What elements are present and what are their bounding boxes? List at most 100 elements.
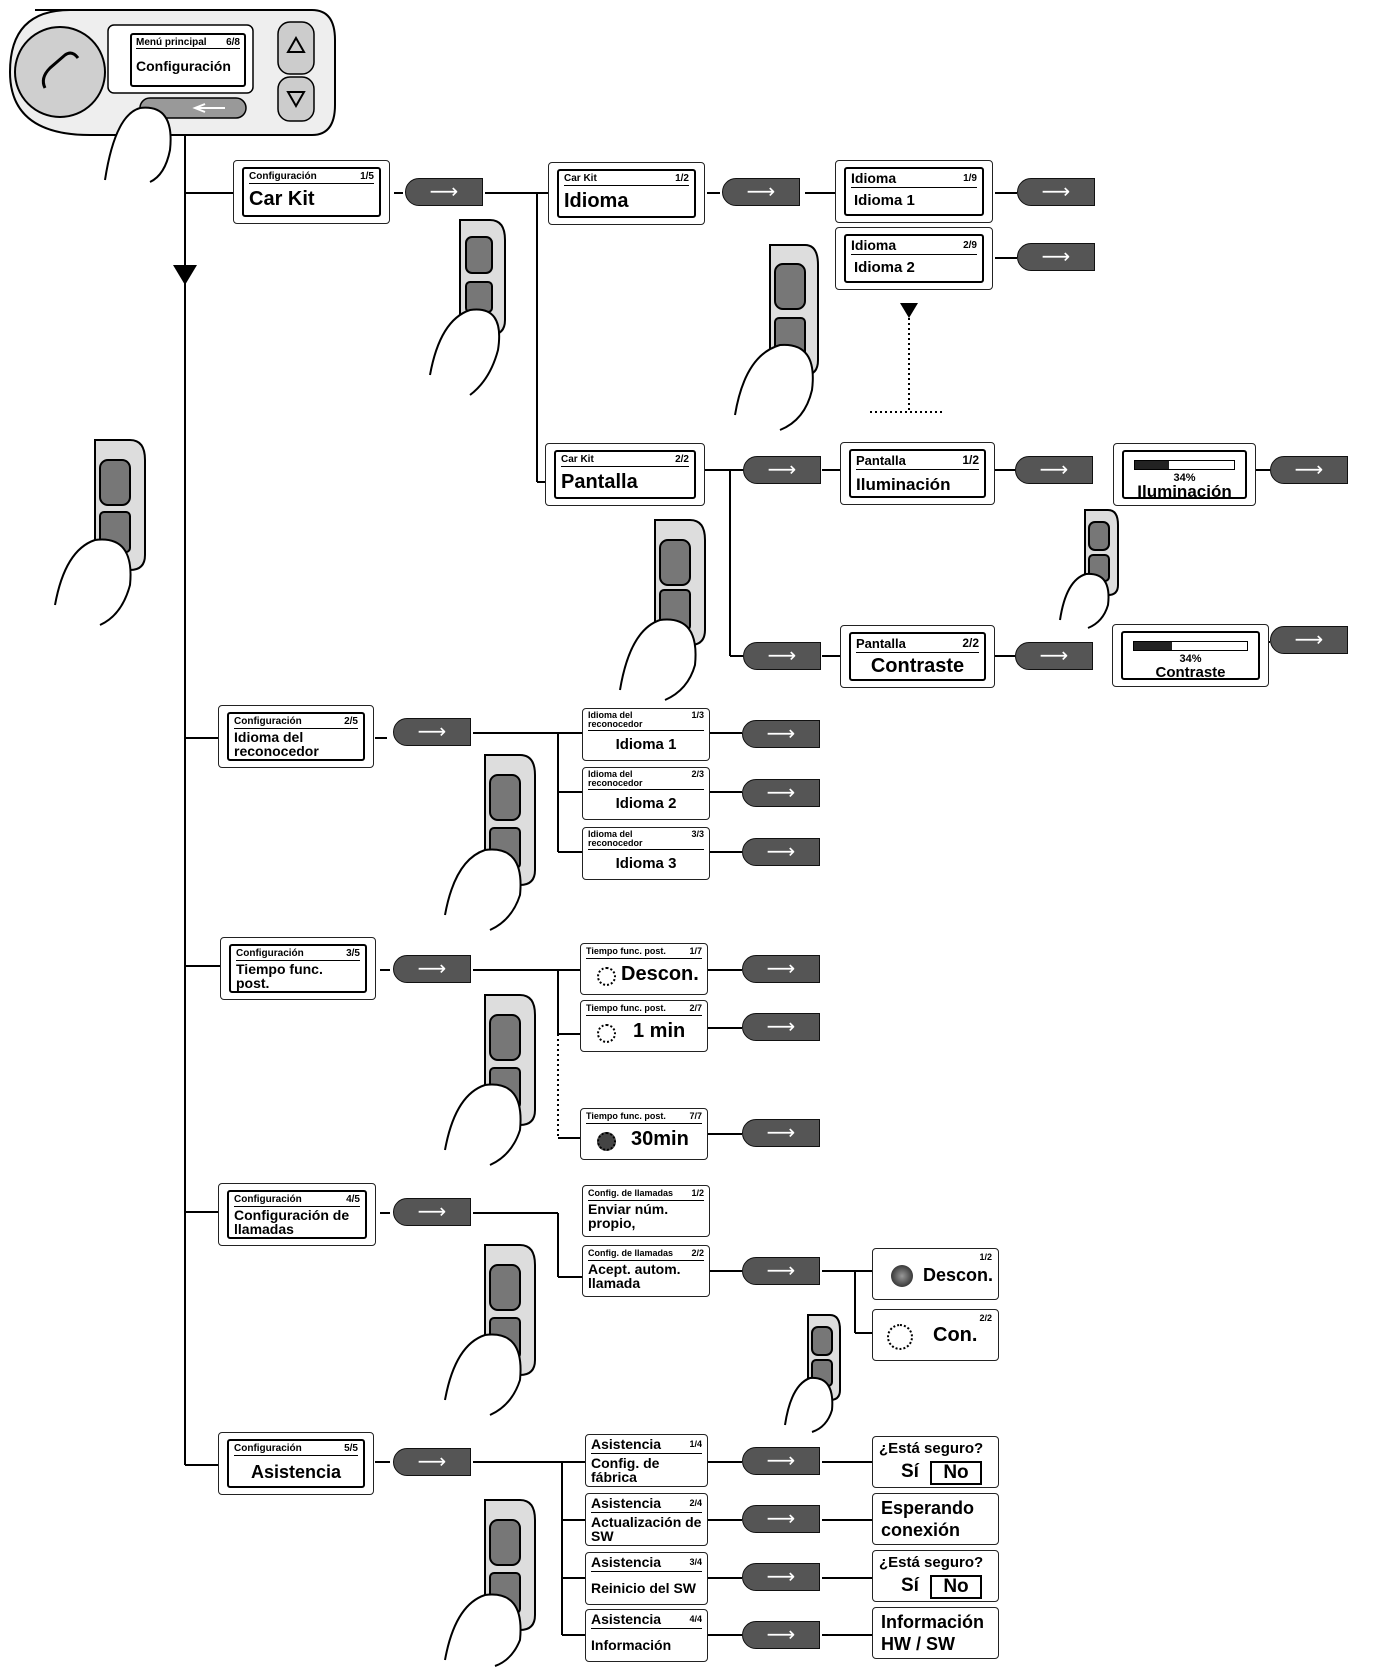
screen-iluminacion-level[interactable]: 34% Iluminación [1113,443,1256,506]
screen-asistencia[interactable]: Configuración 5/5 Asistencia [218,1432,374,1495]
screen-title: Descon. [923,1265,994,1285]
confirm-yes-button[interactable]: Sí [901,1461,919,1482]
next-arrow-button[interactable] [393,955,471,983]
screen-page: 2/9 [963,240,977,251]
confirm-yes-button[interactable]: Sí [901,1575,919,1596]
screen-title: Tiempo func. post. [236,961,323,991]
next-arrow-button[interactable] [393,1448,471,1476]
next-arrow-button[interactable] [1017,243,1095,271]
device-screen-header-label: Menú principal [136,37,207,48]
next-arrow-button[interactable] [393,718,471,746]
screen-title: Descon. [621,963,699,985]
screen-page: 1/2 [691,1188,704,1198]
next-arrow-button[interactable] [1270,626,1348,654]
screen-tiempo-item[interactable]: Tiempo func. post.1/7 Descon. [580,943,708,995]
next-arrow-button[interactable] [722,178,800,206]
screen-header: Asistencia [591,1495,662,1511]
hand-press-icon-8 [444,1244,536,1416]
next-arrow-button[interactable] [742,955,820,983]
next-arrow-button[interactable] [742,1257,820,1285]
screen-page: 2/2 [962,636,979,650]
screen-page: 1/2 [979,1252,992,1262]
screen-title: Con. [933,1324,978,1346]
next-arrow-button[interactable] [1017,178,1095,206]
screen-title: Acept. autom. llamada [588,1261,681,1291]
next-arrow-button[interactable] [393,1198,471,1226]
next-arrow-button[interactable] [743,642,821,670]
confirm-no-button[interactable]: No [930,1461,982,1485]
next-arrow-button[interactable] [742,1563,820,1591]
hand-press-icon-7 [444,994,536,1166]
screen-title: Iluminación [856,475,951,494]
screen-title: Pantalla [561,471,638,493]
screen-llamadas-option[interactable]: 1/2 Descon. [872,1248,999,1300]
next-arrow-button[interactable] [405,178,483,206]
next-arrow-button[interactable] [742,1013,820,1041]
hand-press-icon-4 [619,519,706,701]
next-arrow-button[interactable] [742,779,820,807]
screen-confirm[interactable]: ¿Está seguro? Sí No [872,1550,999,1602]
next-arrow-button[interactable] [742,720,820,748]
contraste-gauge [1133,641,1248,651]
screen-page: 1/9 [963,173,977,184]
info-line-2: HW / SW [881,1634,955,1654]
screen-confirm[interactable]: ¿Está seguro? Sí No [872,1436,999,1488]
screen-title: Reinicio del SW [591,1580,697,1596]
next-arrow-button[interactable] [742,1447,820,1475]
screen-page: 1/2 [675,173,689,184]
contraste-gauge-fill [1134,642,1173,650]
screen-header: Configuración [234,1443,302,1454]
screen-header: Car Kit [561,454,594,465]
screen-header: Pantalla [856,636,906,651]
screen-title: Información [591,1637,672,1653]
screen-title: Asistencia [250,1462,342,1482]
hand-press-icon-10 [444,1499,536,1667]
screen-page: 1/2 [962,453,979,467]
screen-tiempo-item[interactable]: Tiempo func. post.2/7 1 min [580,1000,708,1052]
next-arrow-button[interactable] [742,1119,820,1147]
screen-header: Car Kit [564,173,597,184]
waiting-line-2: conexión [881,1520,961,1540]
info-line-1: Información [881,1612,985,1632]
screen-page: 5/5 [344,1443,358,1454]
next-arrow-button[interactable] [742,1505,820,1533]
radio-unselected-icon [887,1324,913,1350]
screen-contraste-level[interactable]: 34% Contraste [1112,624,1269,687]
next-arrow-button[interactable] [1270,456,1348,484]
next-arrow-button[interactable] [1015,642,1093,670]
next-arrow-button[interactable] [742,1621,820,1649]
next-arrow-button[interactable] [742,838,820,866]
next-arrow-button[interactable] [743,456,821,484]
screen-title: Idioma 1 [854,192,915,209]
screen-page: 3/4 [689,1557,702,1567]
iluminacion-gauge [1134,460,1235,470]
screen-tiempo-item[interactable]: Tiempo func. post.7/7 30min [580,1108,708,1160]
screen-page: 2/4 [689,1498,702,1508]
screen-llamadas-option[interactable]: 2/2 Con. [872,1309,999,1361]
confirm-no-button[interactable]: No [930,1575,982,1599]
device-screen: Menú principal 6/8 Configuración [130,33,246,87]
screen-header: Tiempo func. post. [586,946,666,956]
next-arrow-button[interactable] [1015,456,1093,484]
timer-off-icon [597,967,616,986]
screen-page: 1/5 [360,171,374,182]
